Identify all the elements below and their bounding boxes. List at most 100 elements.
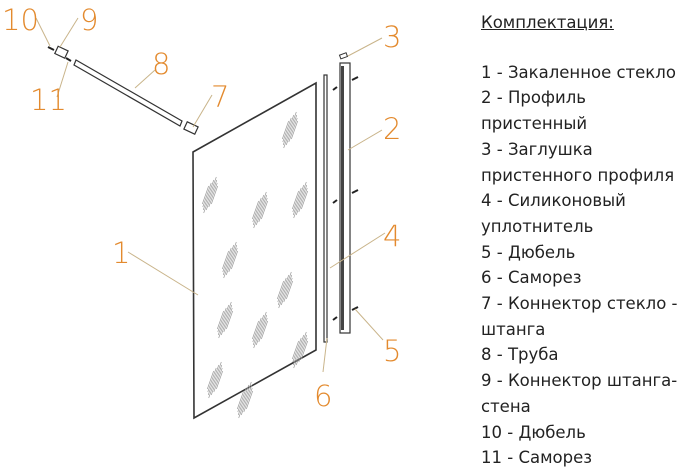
glass-reflection-line xyxy=(261,200,268,220)
callout-2: 2 xyxy=(383,112,401,146)
glass-reflection-line xyxy=(258,317,268,343)
glass-reflection-line xyxy=(295,334,308,366)
glass-reflection-line xyxy=(298,187,308,213)
glass-reflection-line xyxy=(253,191,267,229)
glass-reflection-line xyxy=(252,194,265,226)
glass-reflection-line xyxy=(223,307,233,333)
callout-3: 3 xyxy=(383,20,401,54)
glass-reflection-line xyxy=(255,194,268,226)
glass-reflection-line xyxy=(252,200,259,220)
callout-9: 9 xyxy=(80,3,98,37)
glass-reflection-line xyxy=(238,381,252,419)
glass-reflection-line xyxy=(278,271,292,309)
glass-reflection-line xyxy=(211,185,218,205)
glass-reflection-line xyxy=(216,370,223,390)
parts-list-line: 2 - Профиль xyxy=(481,88,587,108)
glass-reflection-line xyxy=(295,184,308,216)
glass-reflection-line xyxy=(255,314,268,346)
silicone-seal xyxy=(323,74,328,343)
glass-reflection-line xyxy=(208,361,222,399)
glass-reflection-line xyxy=(261,320,268,340)
glass-rod-connector xyxy=(183,121,199,135)
glass-reflection-line xyxy=(280,274,293,306)
glass-reflection-line xyxy=(218,301,232,339)
parts-list-line: 9 - Коннектор штанга- xyxy=(481,371,678,391)
glass-reflection-line xyxy=(243,387,253,413)
glass-reflection-line xyxy=(222,250,229,270)
parts-list-line: пристенный xyxy=(481,114,588,134)
pipe xyxy=(73,59,183,127)
glass-reflection-line xyxy=(217,307,227,333)
glass-reflection-line xyxy=(277,277,287,303)
glass-reflection-line xyxy=(288,117,298,143)
glass-reflection-line xyxy=(282,114,295,146)
parts-list-line: 11 - Саморез xyxy=(481,448,593,468)
parts-list-line: 8 - Труба xyxy=(481,345,559,365)
parts-list-line: пристенного профиля xyxy=(481,165,675,185)
glass-reflection-line xyxy=(208,182,218,208)
glass-reflection-line xyxy=(293,331,307,369)
parts-list-line: уплотнитель xyxy=(481,216,594,236)
glass-reflection-line xyxy=(217,310,224,330)
fasteners xyxy=(47,46,359,321)
glass-reflection-line xyxy=(207,367,217,393)
glass-reflection-line xyxy=(277,280,284,300)
glass-reflection-line xyxy=(252,314,265,346)
glass-reflection-line xyxy=(282,120,289,140)
glass-reflection-line xyxy=(253,311,267,349)
glass-reflection-line xyxy=(252,197,262,223)
glass-reflection-line xyxy=(228,247,238,273)
glass-reflection-line xyxy=(301,190,308,210)
glass-reflection-line xyxy=(207,370,214,390)
glass-reflection-line xyxy=(293,181,307,219)
parts-list-line: стена xyxy=(481,396,531,416)
callout-7: 7 xyxy=(211,80,229,114)
glass-reflection-line xyxy=(205,179,218,211)
leader-lines xyxy=(35,17,386,373)
glass-reflection-line xyxy=(231,250,238,270)
glass-reflection-line xyxy=(283,111,297,149)
glass-reflection-line xyxy=(283,277,293,303)
glass-reflection-line xyxy=(210,364,223,396)
parts-list-line: 1 - Закаленное стекло xyxy=(481,62,676,82)
glass-reflection-line xyxy=(222,247,232,273)
glass-reflection-line xyxy=(292,334,305,366)
profile-cap xyxy=(338,52,349,60)
wall-profile xyxy=(339,62,351,334)
glass-reflection-line xyxy=(202,179,215,211)
glass-reflection-line xyxy=(203,176,217,214)
parts-list: Комплектация: 1 - Закаленное стекло 2 - П… xyxy=(481,10,678,471)
glass-reflection-line xyxy=(202,185,209,205)
callout-1: 1 xyxy=(112,236,130,270)
rod-wall-connector xyxy=(53,45,69,59)
glass-reflection-line xyxy=(286,280,293,300)
glass-reflection-line xyxy=(222,244,235,276)
exploded-diagram: 1 2 3 4 5 6 7 8 9 10 11 xyxy=(2,3,401,420)
glass-reflection-line xyxy=(240,384,253,416)
glass-reflection-line xyxy=(285,114,298,146)
parts-list-line: 10 - Дюбель xyxy=(481,422,586,442)
glass-panel xyxy=(192,81,317,420)
glass-reflection-line xyxy=(292,190,299,210)
glass-reflection-line xyxy=(282,117,292,143)
glass-reflection-line xyxy=(258,197,268,223)
glass-reflection-line xyxy=(220,304,233,336)
parts-list-title: Комплектация: xyxy=(481,13,614,32)
glass-reflection-line xyxy=(292,187,302,213)
glass-reflection-line xyxy=(292,184,305,216)
glass-reflection-line xyxy=(237,387,247,413)
parts-list-line: 6 - Саморез xyxy=(481,268,582,288)
glass-reflection-line xyxy=(301,340,308,360)
glass-reflection-line xyxy=(277,274,290,306)
parts-list-line: 5 - Дюбель xyxy=(481,242,576,262)
glass-reflection-line xyxy=(252,317,262,343)
glass-reflection-line xyxy=(225,244,238,276)
callout-6: 6 xyxy=(314,379,332,413)
glass-reflection-line xyxy=(223,241,237,279)
glass-reflection-line xyxy=(246,390,253,410)
parts-list-line: 4 - Силиконовый xyxy=(481,191,626,211)
callout-10: 10 xyxy=(2,3,39,37)
callout-11: 11 xyxy=(30,83,67,117)
glass-reflection-line xyxy=(237,384,250,416)
glass-reflection-line xyxy=(298,337,308,363)
